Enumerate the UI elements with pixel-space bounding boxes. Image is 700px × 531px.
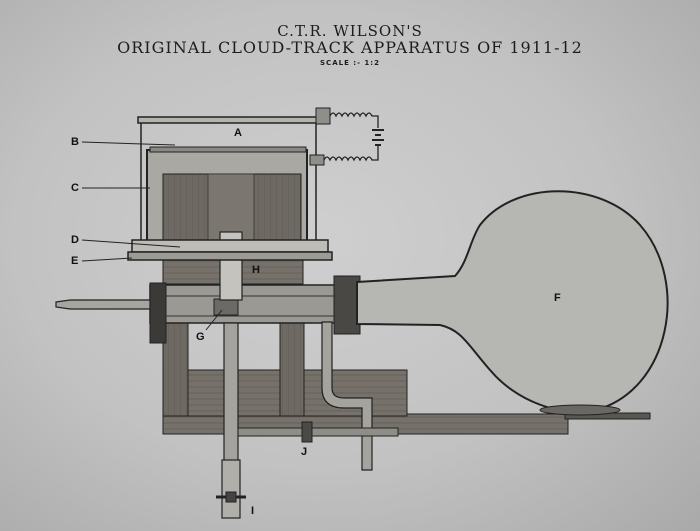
coil-top <box>329 112 379 128</box>
cross-pipe <box>237 427 399 437</box>
bulb-foot <box>539 404 621 416</box>
leader-E <box>81 257 133 262</box>
label-F: F <box>554 292 561 304</box>
tube-flange-left <box>149 282 167 344</box>
tap-J <box>301 421 313 443</box>
label-J: J <box>301 446 308 458</box>
terminal-top <box>315 107 331 125</box>
terminal-bottom <box>309 154 325 166</box>
label-E: E <box>71 255 79 267</box>
leg-left <box>162 319 189 417</box>
tube-flange-right <box>333 275 361 335</box>
label-H: H <box>252 264 260 276</box>
coil-bottom <box>323 146 379 162</box>
main-tube <box>149 284 363 324</box>
label-G: G <box>196 331 205 343</box>
label-D: D <box>71 234 79 246</box>
lid-A <box>137 116 321 124</box>
bent-pipe <box>321 321 373 471</box>
leader-B <box>81 141 176 146</box>
leader-D <box>81 239 181 248</box>
piston-rod <box>55 299 151 310</box>
scale-note: SCALE :- 1:2 <box>320 59 380 67</box>
label-A: A <box>234 127 242 139</box>
battery-icon <box>372 129 384 146</box>
leg-right <box>279 319 305 417</box>
tap-I <box>216 491 246 503</box>
leader-G <box>205 309 223 331</box>
base-plate-E <box>127 251 333 261</box>
plate-B <box>149 146 307 153</box>
title-line-1: C.T.R. WILSON'S <box>277 22 423 40</box>
piston-G <box>213 298 239 316</box>
label-C: C <box>71 182 79 194</box>
label-I: I <box>251 505 255 517</box>
title-line-2: ORIGINAL CLOUD-TRACK APPARATUS OF 1911-1… <box>117 38 583 57</box>
vacuum-bulb-F <box>356 190 669 413</box>
label-B: B <box>71 136 79 148</box>
